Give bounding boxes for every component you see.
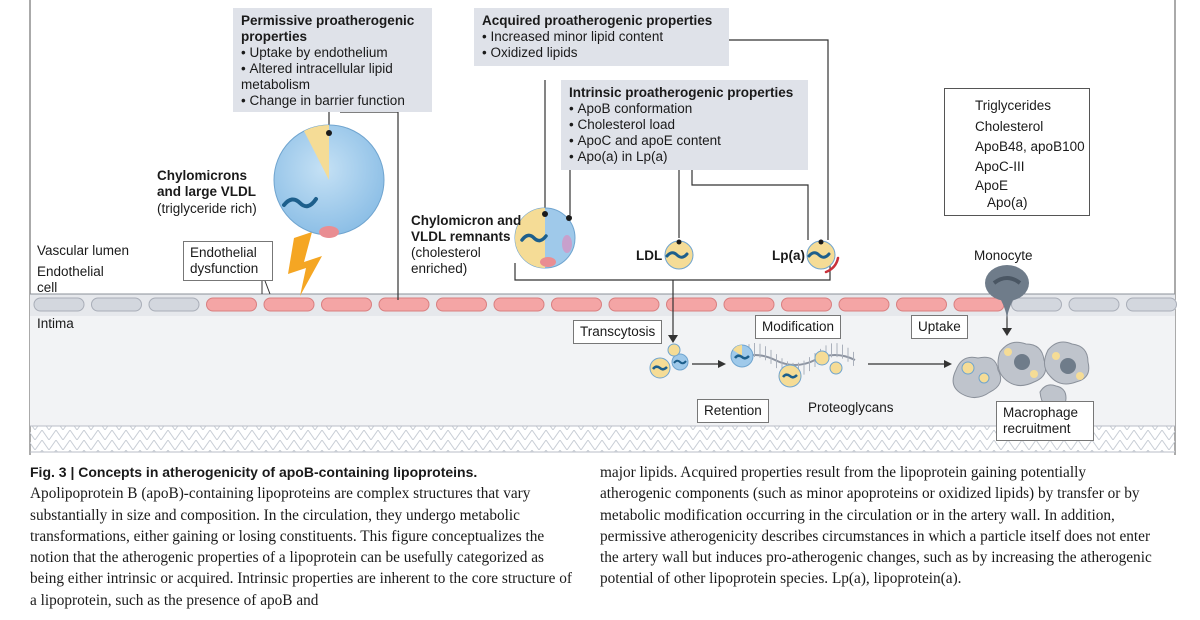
acquired-properties-box: Acquired proatherogenic properties Incre… [474,8,729,66]
chylomicron-particle-icon [273,124,385,238]
endothelial-dysfunction-label: Endothelial dysfunction [183,241,273,281]
figure-panel: Permissive proatherogenic properties Upt… [0,0,1200,460]
caption-title: Fig. 3 | Concepts in atherogenicity of a… [30,464,478,480]
intrinsic-properties-box: Intrinsic proatherogenic properties ApoB… [561,80,808,170]
lightning-icon [288,232,322,296]
acquired-title: Acquired proatherogenic properties [482,13,713,28]
permissive-item: Altered intracellular lipid metabolism [241,61,424,93]
legend: Triglycerides Cholesterol ApoB48, apoB10… [944,88,1090,216]
caption-text-1: Apolipoprotein B (apoB)-containing lipop… [30,485,572,609]
proteoglycans-label: Proteoglycans [808,400,894,415]
legend-apob: ApoB48, apoB100 [975,139,1085,154]
endothelial-cell [263,297,315,312]
intima-label: Intima [37,316,74,331]
ldl-label: LDL [636,248,663,263]
endothelial-cell [1011,297,1062,312]
monocyte-label: Monocyte [974,248,1033,263]
endothelial-cell [148,297,200,312]
caption-column-1: Fig. 3 | Concepts in atherogenicity of a… [30,462,578,611]
endothelial-cell [493,297,545,312]
endothelial-cell [896,297,947,312]
monocyte-icon [985,265,1029,320]
permissive-title: Permissive proatherogenic properties [241,13,415,44]
permissive-properties-box: Permissive proatherogenic properties Upt… [233,8,432,112]
chylomicron-sublabel: (triglyceride rich) [157,201,257,216]
remnant-label: Chylomicron and VLDL remnants [411,213,522,244]
ldl-particle-icon [664,239,694,270]
legend-apoe: ApoE [975,178,1009,193]
endothelial-cell [378,297,430,312]
acquired-item: Increased minor lipid content [482,29,721,45]
endothelial-cell [321,297,372,312]
legend-apoc3: ApoC-III [975,159,1025,174]
endothelial-layer [30,294,1175,316]
legend-triglycerides: Triglycerides [975,98,1052,113]
macrophage-recruitment-label: Macrophage recruitment [996,401,1094,441]
endothelial-cell [33,297,85,312]
remnant-sublabel: (cholesterol enriched) [411,245,481,276]
retention-label: Retention [697,399,769,423]
connector-lines [328,39,831,335]
endothelial-cell [608,297,660,312]
uptake-label: Uptake [911,315,968,339]
chylomicron-label: Chylomicrons and large VLDL [157,168,257,199]
legend-cholesterol: Cholesterol [975,119,1044,134]
vascular-lumen-label: Vascular lumen [37,243,130,258]
endothelial-cell [953,297,1005,312]
figure-drawing [29,0,1177,455]
acquired-item: Oxidized lipids [482,45,721,61]
endothelial-cell [781,297,832,312]
endothelial-cell [1068,297,1120,312]
endothelial-cell [723,297,775,312]
permissive-item: Uptake by endothelium [241,45,424,61]
retained-particles-icon [649,343,689,379]
endothelial-cell [206,297,257,312]
endothelial-cell [436,297,487,312]
endothelial-cells [33,297,1177,312]
endothelial-cell-label: Endothelial cell [37,264,104,295]
modification-label: Modification [755,315,842,339]
intrinsic-item: Cholesterol load [569,117,800,133]
intrinsic-item: Apo(a) in Lp(a) [569,149,800,165]
caption-text-2: major lipids. Acquired properties result… [600,464,1152,588]
internal-elastic-lamina [30,426,1175,452]
lpa-particle-icon [806,239,840,274]
permissive-item: Change in barrier function [241,93,424,109]
intrinsic-item: ApoB conformation [569,101,800,117]
transcytosis-label: Transcytosis [573,320,663,344]
endothelial-cell [91,297,142,312]
intrinsic-title: Intrinsic proatherogenic properties [569,85,794,100]
legend-apoa: Apo(a) [987,195,1028,210]
figure-caption: Fig. 3 | Concepts in atherogenicity of a… [30,462,1180,617]
intrinsic-item: ApoC and apoE content [569,133,800,149]
endothelial-cell [551,297,602,312]
endothelial-cell [666,297,717,312]
endothelial-cell [1126,297,1177,312]
caption-column-2: major lipids. Acquired properties result… [600,462,1160,590]
lpa-label: Lp(a) [772,248,805,263]
endothelial-cell [838,297,890,312]
proteoglycans-strand [730,343,856,388]
remnant-particle-icon [514,207,576,269]
